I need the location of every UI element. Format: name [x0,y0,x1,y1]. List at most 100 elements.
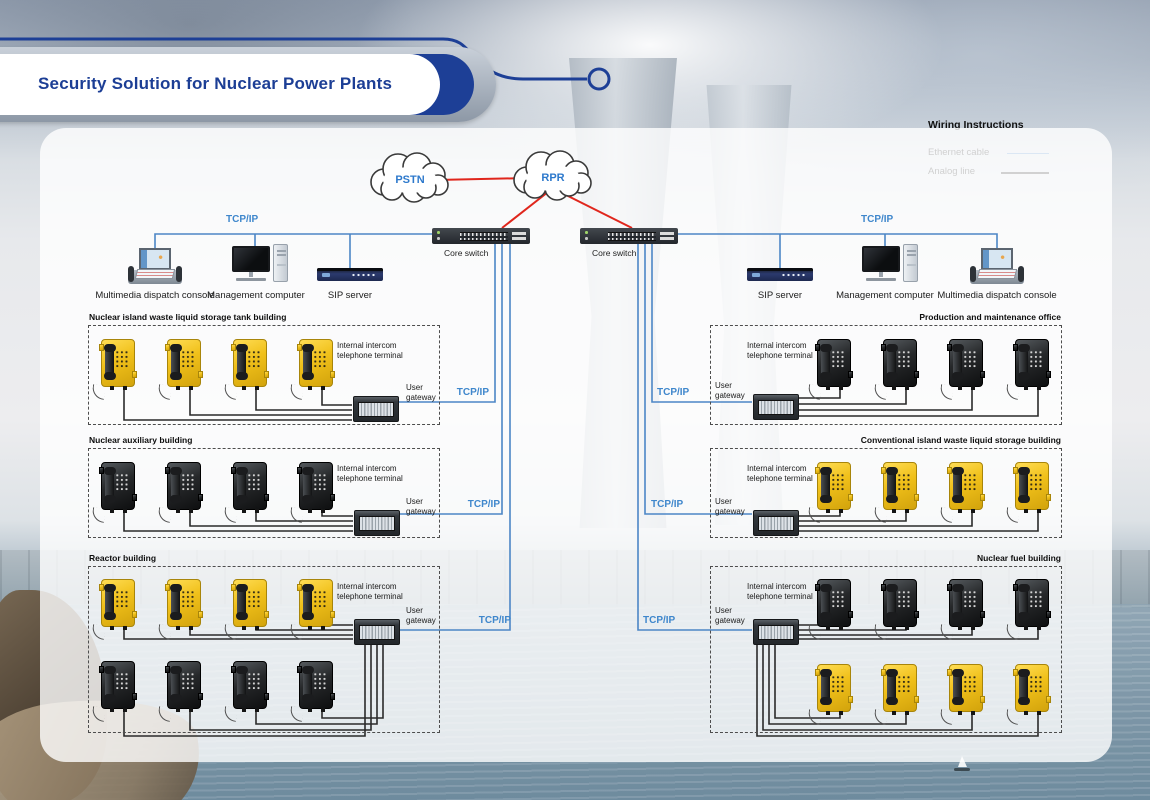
phone-keypad [897,675,911,693]
phone-keypad [247,590,261,608]
rpr-cloud-label: RPR [541,172,565,184]
phone-handset-icon [819,467,832,503]
phone-row [806,462,1051,523]
phone-keypad [313,350,327,368]
intercom-phone-black [90,661,137,722]
phone-feet [176,508,180,513]
intercom-phone-yellow [938,664,985,725]
intercom-phone-yellow [288,339,335,400]
core-switch-label: Core switch [444,248,489,258]
tcpip-label: TCP/IP [467,499,500,510]
tcpip-label: TCP/IP [478,615,511,626]
core-switch-label: Core switch [592,248,637,258]
gateway-label: User gateway [406,383,436,402]
phone-feet [242,385,246,390]
connection-lines [123,150,1039,737]
phone-handset-icon [951,669,964,705]
phone-keypad [115,590,129,608]
phone-keypad [831,590,845,608]
phone-keypad [181,590,195,608]
phone-keypad [963,675,977,693]
intercom-phone-black [90,462,137,523]
phone-feet [958,625,962,630]
phone-handset-icon [169,666,182,702]
phone-handset-icon [819,669,832,705]
dispatch-console-label: Multimedia dispatch console [95,290,215,301]
server-logo [322,273,330,277]
console-handset [970,266,976,282]
phone-handset-icon [1017,669,1030,705]
server-logo [752,273,760,277]
phone-handset-icon [951,584,964,620]
phone-feet [892,385,896,390]
gateway-ribs [758,625,794,640]
phone-handset-icon [103,666,116,702]
intercom-phone-yellow [156,339,203,400]
phone-cord [222,507,239,523]
phone-handset-icon [235,584,248,620]
intercom-phone-yellow [222,339,269,400]
phone-cord [806,709,823,725]
tcpip-label: TCP/IP [226,214,259,225]
console-handset [176,266,182,282]
phone-keypad [1029,473,1043,491]
computer-monitor [862,246,900,272]
phone-cord [156,507,173,523]
intercom-phone-black [222,661,269,722]
computer-monitor [232,246,270,272]
phone-keypad [181,350,195,368]
gateway-label: User gateway [715,497,745,516]
building-title: Nuclear fuel building [976,553,1061,563]
phone-keypad [963,590,977,608]
tcpip-label: TCP/IP [456,387,489,398]
diagram-panel: PSTN RPR TCP/IP TCP/IP TCP/IP TCP/IP TCP… [40,128,1112,762]
core-switch-device [580,228,678,244]
terminal-label: Internal intercom telephone terminal [747,464,813,483]
intercom-phone-black [1004,579,1051,640]
building-nuclear-island-waste: Nuclear island waste liquid storage tank… [88,312,440,425]
phone-keypad [831,473,845,491]
phone-row [90,339,335,400]
switch-led [585,231,588,234]
phone-keypad [897,350,911,368]
phone-feet [308,625,312,630]
phone-cord [806,384,823,400]
phone-handset-icon [301,344,314,380]
phone-feet [308,385,312,390]
phone-feet [110,625,114,630]
phone-row [806,579,1051,640]
phone-keypad [115,350,129,368]
gateway-label: User gateway [406,606,436,625]
phone-keypad [115,672,129,690]
intercom-phone-black [288,462,335,523]
phone-feet [892,625,896,630]
phone-cord [872,709,889,725]
phone-cord [806,507,823,523]
phone-cord [1004,624,1021,640]
console-handset [128,266,134,282]
intercom-phone-black [156,462,203,523]
computer-tower [903,244,918,282]
phone-handset-icon [885,584,898,620]
management-computer-label: Management computer [207,290,305,301]
phone-feet [1024,625,1028,630]
phone-cord [1004,709,1021,725]
phone-feet [892,710,896,715]
phone-feet [110,508,114,513]
phone-feet [1024,710,1028,715]
dispatch-console-device [970,248,1024,286]
phone-handset-icon [169,344,182,380]
phone-cord [872,384,889,400]
monitor-stand [249,272,253,277]
phone-keypad [181,672,195,690]
phone-cord [156,624,173,640]
user-gateway-device [753,619,799,645]
phone-cord [872,507,889,523]
phone-handset-icon [951,344,964,380]
phone-handset-icon [235,344,248,380]
management-computer-device [232,242,288,282]
phone-cord [90,507,107,523]
phone-handset-icon [885,467,898,503]
phone-handset-icon [1017,584,1030,620]
